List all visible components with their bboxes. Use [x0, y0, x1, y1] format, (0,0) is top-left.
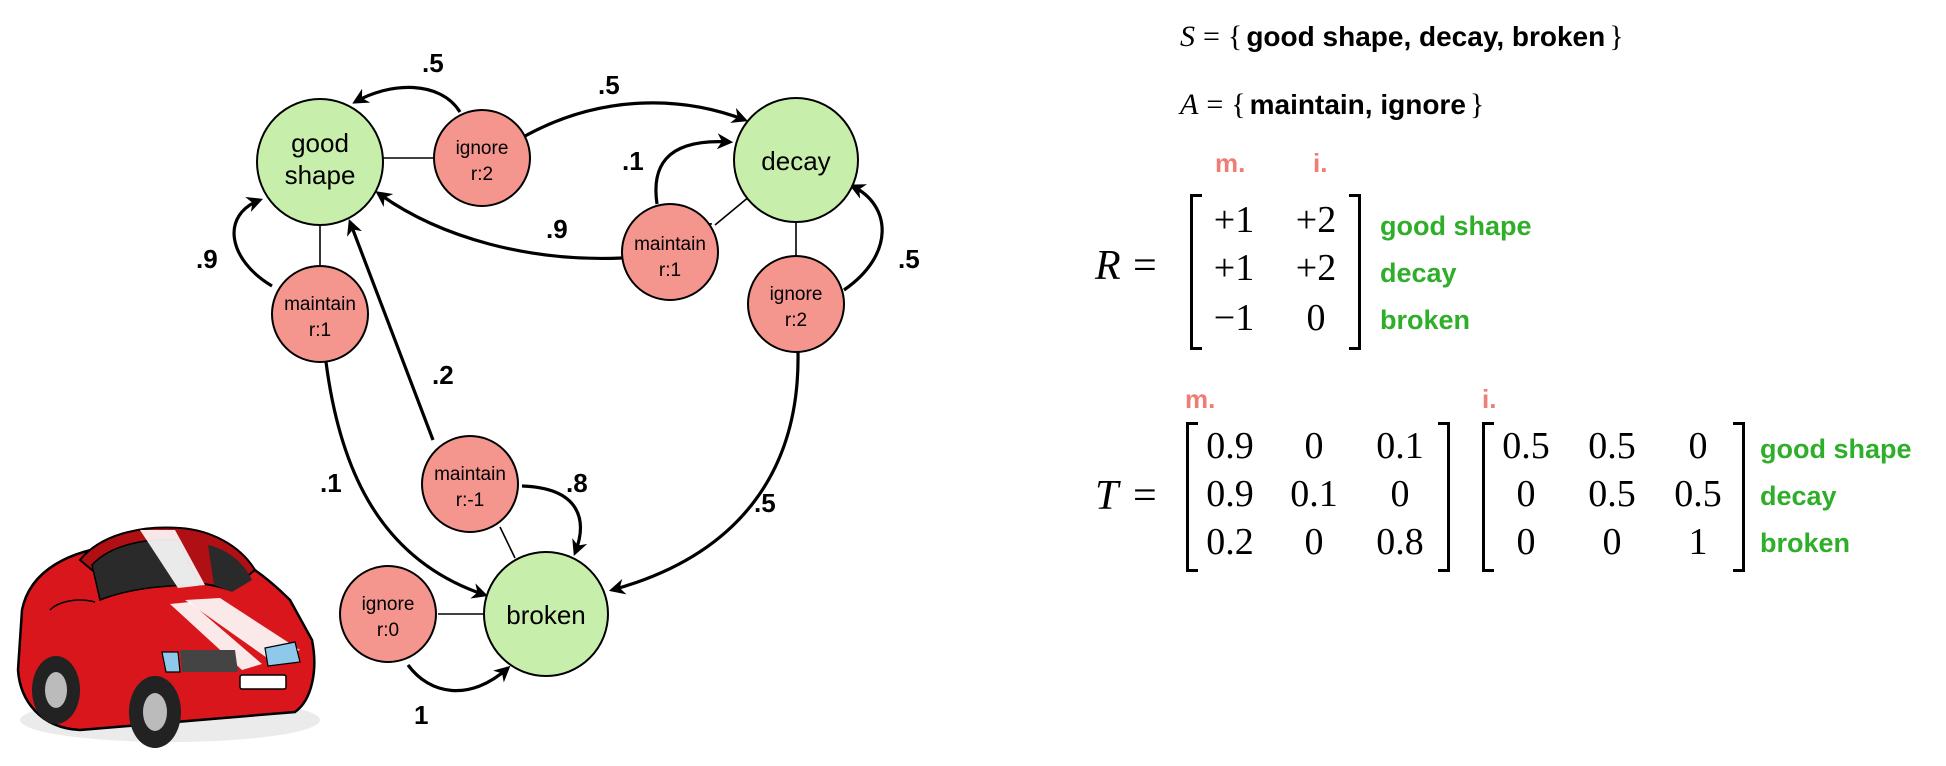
action-good-ignore-label-2: r:2 [471, 164, 493, 185]
edge-decaymaintain-good [375, 191, 623, 261]
prob-brokenmaintain-broken: .8 [566, 468, 588, 498]
link-broken-maintain [499, 526, 516, 559]
link-decay-maintain-2 [714, 195, 751, 226]
action-good-maintain-label-1: maintain [284, 294, 356, 315]
action-nodes: ignore r:2 maintain r:1 maintain r:1 ign… [271, 109, 845, 663]
action-broken-maintain-label-2: r:-1 [456, 490, 485, 511]
action-good-ignore: ignore r:2 [433, 109, 531, 207]
action-decay-maintain: maintain r:1 [621, 203, 719, 301]
prob-decayignore-decay: .5 [898, 244, 920, 274]
state-good-shape-label-1: good [291, 128, 349, 158]
action-good-ignore-label-1: ignore [456, 138, 509, 159]
state-good-shape: good shape [256, 98, 384, 226]
prob-goodignore-good: .5 [422, 48, 444, 78]
edge-decaymaintain-decay [654, 133, 734, 205]
edge-brokenmaintain-good [347, 219, 435, 441]
action-decay-ignore-label-1: ignore [770, 284, 823, 305]
prob-decaymaintain-decay: .1 [622, 146, 644, 176]
edge-goodignore-decay [524, 101, 748, 138]
edge-decayignore-broken [608, 351, 800, 595]
action-decay-ignore-label-2: r:2 [785, 310, 807, 331]
prob-decaymaintain-good: .9 [546, 214, 568, 244]
action-broken-ignore-label-1: ignore [362, 594, 415, 615]
edge-goodmaintain-broken [324, 361, 489, 599]
prob-goodmaintain-good: .9 [196, 244, 218, 274]
edge-goodignore-good [352, 85, 462, 113]
prob-decayignore-broken: .5 [754, 488, 776, 518]
state-decay: decay [733, 97, 859, 223]
action-good-maintain: maintain r:1 [271, 265, 369, 363]
probability-labels: .5 .5 .1 .9 .9 .5 .2 .1 .8 .5 1 [196, 48, 920, 730]
prob-brokenignore-broken: 1 [414, 700, 428, 730]
action-decay-ignore: ignore r:2 [747, 255, 845, 353]
state-decay-label: decay [761, 146, 830, 176]
action-decay-maintain-label-2: r:1 [659, 260, 681, 281]
edge-goodmaintain-good [232, 197, 273, 288]
prob-goodignore-decay: .5 [598, 70, 620, 100]
prob-goodmaintain-broken: .1 [320, 468, 342, 498]
action-broken-ignore: ignore r:0 [339, 565, 437, 663]
state-broken-label: broken [506, 600, 586, 630]
edge-brokenmaintain-broken [521, 484, 588, 556]
action-broken-maintain: maintain r:-1 [421, 435, 519, 533]
action-broken-maintain-label-1: maintain [434, 464, 506, 485]
state-nodes: good shape decay broken [256, 97, 859, 677]
state-good-shape-label-2: shape [285, 160, 356, 190]
edge-brokenignore-broken [406, 664, 511, 693]
edge-decayignore-decay [843, 184, 884, 292]
prob-brokenmaintain-good: .2 [432, 360, 454, 390]
action-decay-maintain-label-1: maintain [634, 234, 706, 255]
action-broken-ignore-label-2: r:0 [377, 620, 399, 641]
car-illustration [16, 526, 320, 748]
state-broken: broken [483, 551, 609, 677]
action-good-maintain-label-2: r:1 [309, 320, 331, 341]
transition-edges [232, 85, 884, 693]
